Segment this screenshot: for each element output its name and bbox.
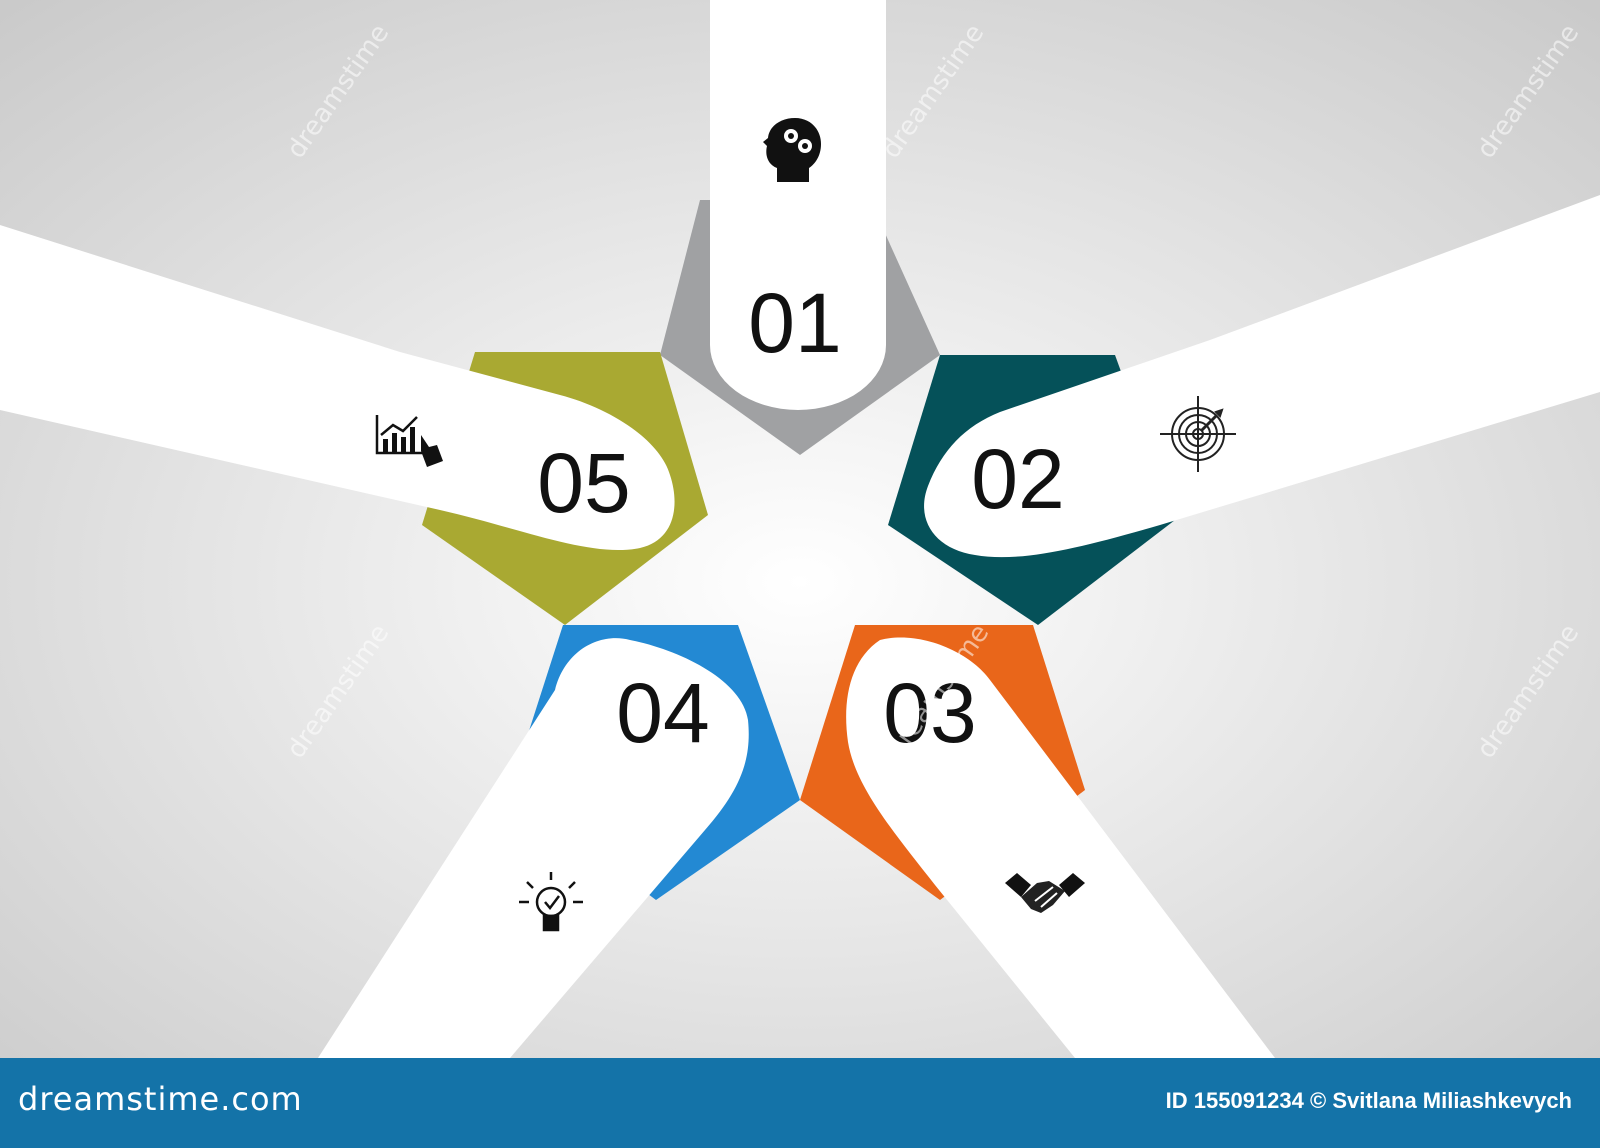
ribbon-01 <box>710 0 886 410</box>
lightbulb-check-icon <box>519 872 583 932</box>
target-icon <box>1160 396 1236 472</box>
ribbon-05 <box>0 225 675 550</box>
image-credit: ID 155091234 © Svitlana Miliashkevych <box>1165 1088 1572 1113</box>
step-number-03: 03 <box>883 666 976 760</box>
step-number-02: 02 <box>971 432 1064 526</box>
ribbon-04 <box>318 638 749 1058</box>
footer-bar: dreamstime.com ID 155091234 © Svitlana M… <box>0 1058 1600 1148</box>
footer-logo: dreamstime.com <box>18 1080 303 1118</box>
ribbon-02 <box>924 195 1600 558</box>
growth-chart-hand-icon <box>375 415 443 467</box>
step-number-01: 01 <box>748 276 841 370</box>
step-number-05: 05 <box>537 436 630 530</box>
handshake-icon <box>1005 873 1085 913</box>
step-number-04: 04 <box>616 666 709 760</box>
infographic-canvas: 01 02 03 04 05 dreamstime dreamstime dre… <box>0 0 1600 1058</box>
head-gears-icon <box>763 118 821 182</box>
ribbon-03 <box>846 637 1275 1058</box>
star-diagram: 01 02 03 04 05 dreamstime dreamstime dre… <box>0 0 1600 1058</box>
